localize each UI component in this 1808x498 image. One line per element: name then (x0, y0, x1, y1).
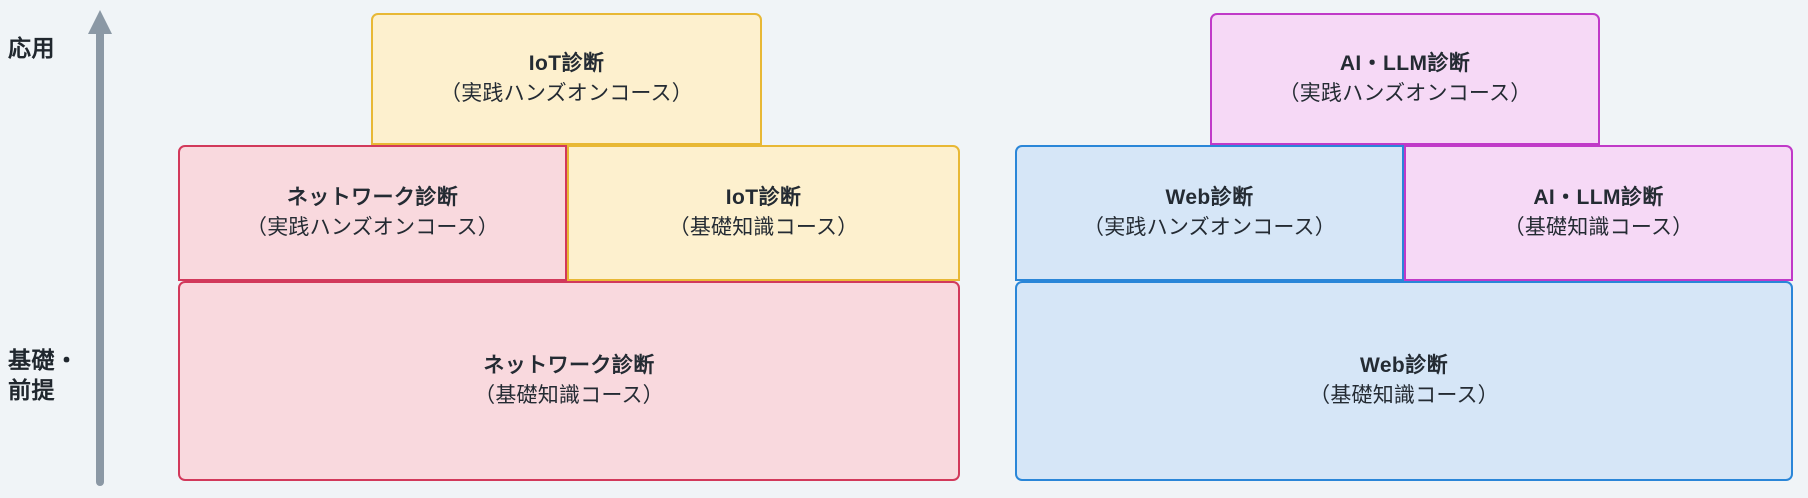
course-title: AI・LLM診断 (1533, 186, 1664, 209)
course-subtitle: （実践ハンズオンコース） (440, 82, 693, 105)
course-box-network-hands-on[interactable]: ネットワーク診断 （実践ハンズオンコース） (178, 145, 567, 281)
course-subtitle: （基礎知識コース） (474, 384, 664, 407)
course-subtitle: （基礎知識コース） (668, 216, 859, 239)
course-title: ネットワーク診断 (286, 186, 459, 209)
course-box-iot-basic[interactable]: IoT診断 （基礎知識コース） (567, 145, 960, 281)
course-title: Web診断 (1360, 354, 1448, 377)
course-subtitle: （実践ハンズオンコース） (1083, 216, 1336, 239)
course-box-network-basic[interactable]: ネットワーク診断 （基礎知識コース） (178, 281, 960, 481)
course-box-web-hands-on[interactable]: Web診断 （実践ハンズオンコース） (1015, 145, 1404, 281)
course-subtitle: （基礎知識コース） (1309, 384, 1499, 407)
axis-label-top: 応用 (8, 35, 55, 61)
upward-arrow-icon (88, 10, 112, 486)
course-subtitle: （実践ハンズオンコース） (246, 216, 499, 239)
course-box-ai-llm-hands-on[interactable]: AI・LLM診断 （実践ハンズオンコース） (1210, 13, 1600, 145)
course-title: AI・LLM診断 (1339, 52, 1471, 75)
course-title: Web診断 (1165, 186, 1254, 209)
course-title: IoT診断 (528, 52, 605, 75)
course-subtitle: （実践ハンズオンコース） (1278, 82, 1532, 105)
course-box-ai-llm-basic[interactable]: AI・LLM診断 （基礎知識コース） (1404, 145, 1793, 281)
course-title: ネットワーク診断 (483, 354, 655, 377)
course-box-web-basic[interactable]: Web診断 （基礎知識コース） (1015, 281, 1793, 481)
course-title: IoT診断 (725, 186, 802, 209)
course-subtitle: （基礎知識コース） (1503, 216, 1694, 239)
axis-label-bottom: 基礎・ 前提 (8, 347, 79, 403)
course-box-iot-hands-on[interactable]: IoT診断 （実践ハンズオンコース） (371, 13, 762, 145)
